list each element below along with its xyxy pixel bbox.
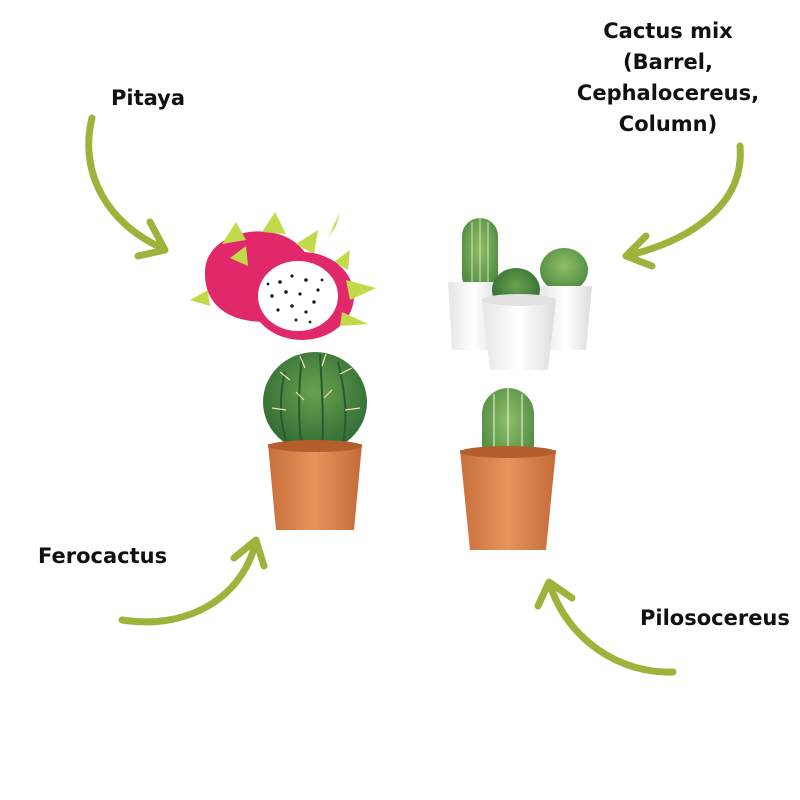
dragon-fruit-icon — [190, 212, 376, 340]
label-ferocactus: Ferocactus — [38, 544, 168, 568]
label-cactus-mix: Cactus mix (Barrel, Cephalocereus, Colum… — [576, 19, 760, 136]
curved-arrow-icon — [85, 114, 169, 260]
barrel-cactus-pot-icon — [263, 352, 367, 530]
label-pitaya: Pitaya — [111, 86, 186, 110]
curved-arrow-icon — [534, 578, 677, 676]
potted-cactus-trio-icon — [448, 218, 592, 370]
curved-arrow-icon — [118, 536, 268, 626]
arrows — [85, 114, 744, 676]
curved-arrow-icon — [622, 142, 744, 270]
label-pilosocereus: Pilosocereus — [640, 606, 790, 630]
column-cactus-pot-icon — [460, 388, 556, 550]
